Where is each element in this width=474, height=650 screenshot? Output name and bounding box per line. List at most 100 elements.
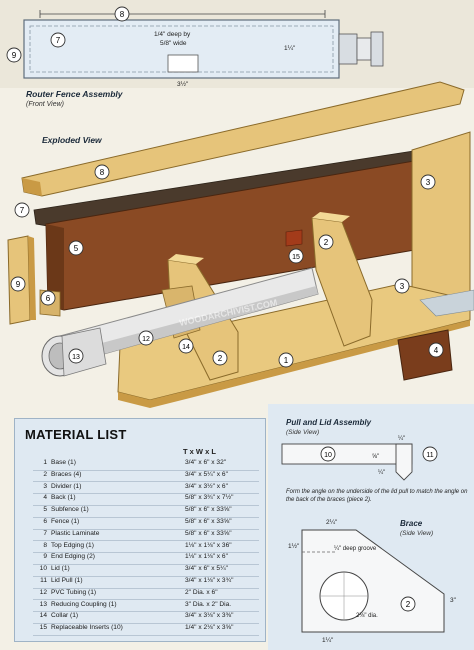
notch-note-2: 5/8" wide bbox=[160, 40, 187, 47]
part-dimensions: 3/4" x 5¼" x 6" bbox=[185, 470, 228, 478]
dim-width: 3½" bbox=[177, 80, 189, 88]
part-dimensions: 5/8" x 6" x 33⅝" bbox=[185, 506, 232, 514]
pull-dim-top: ¼" bbox=[398, 436, 405, 442]
part-number: 12 bbox=[39, 588, 47, 596]
part-number: 8 bbox=[43, 541, 47, 549]
svg-text:8: 8 bbox=[100, 168, 105, 177]
part-dimensions: 2" Dia. x 6" bbox=[185, 588, 218, 596]
part-name: Lid Pull (1) bbox=[51, 577, 83, 584]
brace-diagram: Brace (Side View) 2 2¼" 1½" ¼" deep groo… bbox=[288, 519, 457, 644]
row-divider bbox=[33, 563, 259, 565]
callout-front-9: 9 bbox=[6, 47, 22, 63]
part-dimensions: 5/8" x 3¾" x 7½" bbox=[185, 494, 234, 502]
callout-exploded-13: 13 bbox=[68, 348, 84, 364]
callout-exploded-2a: 2 bbox=[318, 234, 334, 250]
row-divider bbox=[33, 469, 259, 471]
front-view-title-block: Router Fence Assembly (Front View) bbox=[26, 89, 124, 108]
svg-text:15: 15 bbox=[292, 254, 300, 261]
svg-text:9: 9 bbox=[16, 280, 21, 289]
row-divider bbox=[33, 552, 259, 554]
material-list-row: 7 Plastic Laminate 5/8" x 6" x 33⅝" bbox=[15, 530, 265, 542]
part-dimensions: 3/4" x 6" x 32" bbox=[185, 459, 227, 466]
part-dimensions: 3/4" x 3⅛" x 3⅜" bbox=[185, 612, 234, 620]
callout-exploded-7: 7 bbox=[14, 202, 30, 218]
row-divider bbox=[33, 575, 259, 577]
part-dimensions: 5/8" x 6" x 33⅝" bbox=[185, 529, 232, 537]
callout-lid-10: 10 bbox=[320, 446, 336, 462]
row-divider bbox=[33, 611, 259, 613]
part-name: Fence (1) bbox=[51, 518, 80, 525]
part-number: 13 bbox=[39, 600, 47, 608]
material-list-title: MATERIAL LIST bbox=[25, 427, 127, 442]
part-number: 7 bbox=[43, 529, 47, 537]
front-view-subtitle: (Front View) bbox=[26, 101, 64, 108]
row-divider bbox=[33, 587, 259, 589]
callout-exploded-6: 6 bbox=[40, 290, 56, 306]
row-divider bbox=[33, 540, 259, 542]
part-name: Back (1) bbox=[51, 494, 76, 502]
svg-text:8: 8 bbox=[120, 10, 125, 19]
front-view-diagram: 8 7 9 1/4" deep by 5/8" wide 1¼" 3½" bbox=[0, 0, 474, 88]
notch-note-1: 1/4" deep by bbox=[154, 31, 191, 38]
row-divider bbox=[33, 528, 259, 530]
part-dimensions: 1⅛" x 1⅛" x 36" bbox=[185, 541, 232, 549]
callout-exploded-9: 9 bbox=[10, 276, 26, 292]
brace-subtitle: (Side View) bbox=[400, 530, 433, 537]
brace-dim-right: 3" bbox=[450, 597, 457, 604]
callout-exploded-12: 12 bbox=[138, 330, 154, 346]
callout-front-7: 7 bbox=[50, 32, 66, 48]
svg-text:2: 2 bbox=[406, 600, 411, 609]
part-name: Lid (1) bbox=[51, 565, 70, 573]
row-divider bbox=[33, 634, 259, 636]
part-number: 5 bbox=[43, 506, 47, 514]
svg-text:7: 7 bbox=[56, 36, 61, 45]
front-notch bbox=[167, 54, 199, 73]
insert bbox=[285, 229, 303, 247]
part-name: Replaceable Inserts (10) bbox=[51, 624, 123, 632]
callout-lid-11: 11 bbox=[422, 446, 438, 462]
part-number: 14 bbox=[39, 612, 47, 620]
part-number: 6 bbox=[43, 518, 47, 525]
callout-exploded-15: 15 bbox=[288, 248, 304, 264]
brace-title: Brace bbox=[400, 519, 423, 528]
callout-exploded-5: 5 bbox=[68, 240, 84, 256]
callout-exploded-14: 14 bbox=[178, 338, 194, 354]
svg-text:4: 4 bbox=[434, 346, 439, 355]
exploded-view-title: Exploded View bbox=[42, 135, 103, 145]
brace-dim-left: 1½" bbox=[288, 542, 300, 550]
part-dimensions: 5/8" x 6" x 33⅝" bbox=[185, 518, 232, 525]
part-number: 1 bbox=[43, 459, 47, 466]
part-number: 4 bbox=[43, 494, 47, 502]
svg-text:12: 12 bbox=[142, 336, 150, 343]
part-number: 2 bbox=[43, 470, 47, 478]
pull-lid-subtitle: (Side View) bbox=[286, 429, 319, 436]
reducing-coupling bbox=[41, 327, 107, 377]
svg-text:5: 5 bbox=[74, 244, 79, 253]
part-number: 15 bbox=[39, 624, 47, 632]
pull-lid-title: Pull and Lid Assembly bbox=[286, 418, 372, 427]
front-view-title: Router Fence Assembly bbox=[26, 89, 124, 99]
svg-text:6: 6 bbox=[46, 294, 51, 303]
lid-pull-shape bbox=[395, 443, 413, 481]
svg-text:1: 1 bbox=[284, 356, 289, 365]
part-dimensions: 3" Dia. x 2" Dia. bbox=[185, 600, 232, 608]
part-name: Plastic Laminate bbox=[51, 529, 100, 537]
dim-height: 1¼" bbox=[284, 45, 296, 52]
part-dimensions: 3/4" x 6" x 5¼" bbox=[185, 565, 228, 573]
svg-text:11: 11 bbox=[426, 452, 433, 459]
lid-board bbox=[281, 443, 413, 465]
pull-dim-gap: ¼" bbox=[378, 470, 385, 476]
pull-dim-side: ⅝" bbox=[372, 454, 379, 460]
row-divider bbox=[33, 622, 259, 624]
row-divider bbox=[33, 493, 259, 495]
brace-hole-note: 2⅛" dia. bbox=[356, 613, 378, 619]
material-list-row: 4 Back (1) 5/8" x 3¾" x 7½" bbox=[15, 494, 265, 506]
